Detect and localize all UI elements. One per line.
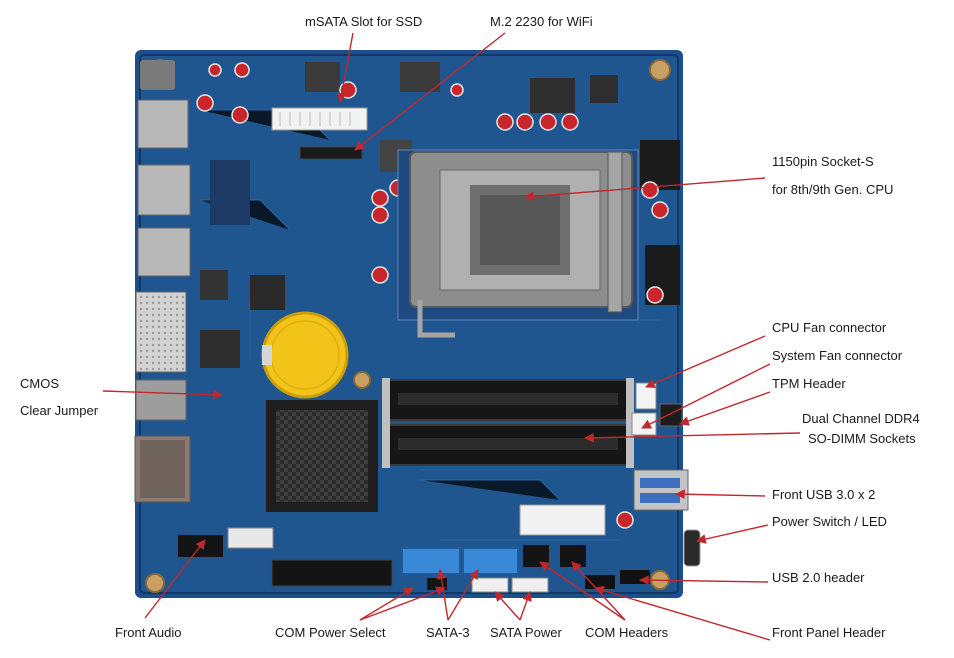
tpm-header [659, 403, 683, 427]
socket-label-line2: for 8th/9th Gen. CPU [772, 182, 894, 197]
mounting-hole-icon [353, 371, 371, 389]
ddr4-label-line1: Dual Channel DDR4 [802, 411, 920, 426]
front-panel-arrow [594, 585, 771, 641]
chipset-heatsink [266, 400, 378, 512]
com-headers-label: COM Headers [585, 625, 669, 640]
sata3-label: SATA-3 [426, 625, 470, 640]
front-usb3-label: Front USB 3.0 x 2 [772, 487, 876, 502]
sata3-arrow-1 [436, 569, 449, 621]
com-power-label: COM Power Select [275, 625, 386, 640]
com-power-arrow-1 [359, 587, 414, 621]
ddr4-arrow [584, 432, 801, 443]
m2-slot [299, 146, 363, 160]
system-fan-connector [631, 412, 657, 436]
msata-label: mSATA Slot for SSD [305, 14, 423, 29]
com-header-1 [523, 545, 549, 567]
usb2-header [620, 570, 650, 584]
cpu-fan-arrow [645, 335, 766, 389]
sys-fan-label: System Fan connector [772, 348, 903, 363]
cmos-arrow [102, 389, 223, 400]
power-switch [683, 529, 701, 567]
callout-arrows [102, 32, 801, 641]
rear-io-ports [134, 60, 191, 503]
msata-arrow [336, 32, 354, 103]
cmos-battery [261, 311, 349, 399]
com-headers-arrow-2 [571, 561, 626, 621]
com-headers-arrow-1 [539, 561, 626, 621]
com-power-arrow-2 [359, 586, 446, 621]
sata-port-1 [401, 547, 461, 575]
cpu-fan-label: CPU Fan connector [772, 320, 887, 335]
cmos-label-line1: CMOS [20, 376, 59, 391]
sata-port-2 [462, 547, 519, 575]
front-usb3-arrow [675, 489, 766, 500]
sata3-arrow-2 [447, 569, 479, 621]
board-components [196, 62, 680, 529]
m2-label: M.2 2230 for WiFi [490, 14, 593, 29]
front-audio-arrow [144, 539, 206, 619]
socket-label-line1: 1150pin Socket-S [772, 154, 874, 169]
socket-arrow [524, 177, 766, 202]
front-usb3-ports [633, 469, 689, 511]
sodimm-slots [382, 378, 634, 468]
msata-slot [271, 107, 368, 131]
mounting-hole-icon [649, 59, 671, 81]
sata-power-connector-2 [511, 577, 549, 593]
usb2-arrow [639, 575, 769, 586]
expansion-slot [271, 559, 393, 587]
front-panel-header [585, 575, 615, 589]
front-audio-label: Front Audio [115, 625, 182, 640]
cmos-label-line2: Clear Jumper [20, 403, 99, 418]
tpm-label: TPM Header [772, 376, 846, 391]
front-panel-label: Front Panel Header [772, 625, 886, 640]
sata-power-connector-1 [471, 577, 509, 593]
tpm-arrow [679, 391, 771, 426]
sys-fan-arrow [641, 363, 771, 429]
mounting-hole-icon [145, 573, 165, 593]
power-switch-label: Power Switch / LED [772, 514, 887, 529]
usb2-label: USB 2.0 header [772, 570, 865, 585]
sata-power-arrow-1 [494, 591, 521, 621]
ddr4-label-line2: SO-DIMM Sockets [808, 431, 916, 446]
sata-power-label: SATA Power [490, 625, 562, 640]
m2-arrow [354, 32, 506, 151]
cpu-socket [397, 149, 639, 338]
serial-sticker [519, 504, 606, 536]
white-connector [227, 527, 274, 549]
sata-power-arrow-2 [519, 591, 532, 621]
power-switch-arrow [696, 524, 769, 544]
